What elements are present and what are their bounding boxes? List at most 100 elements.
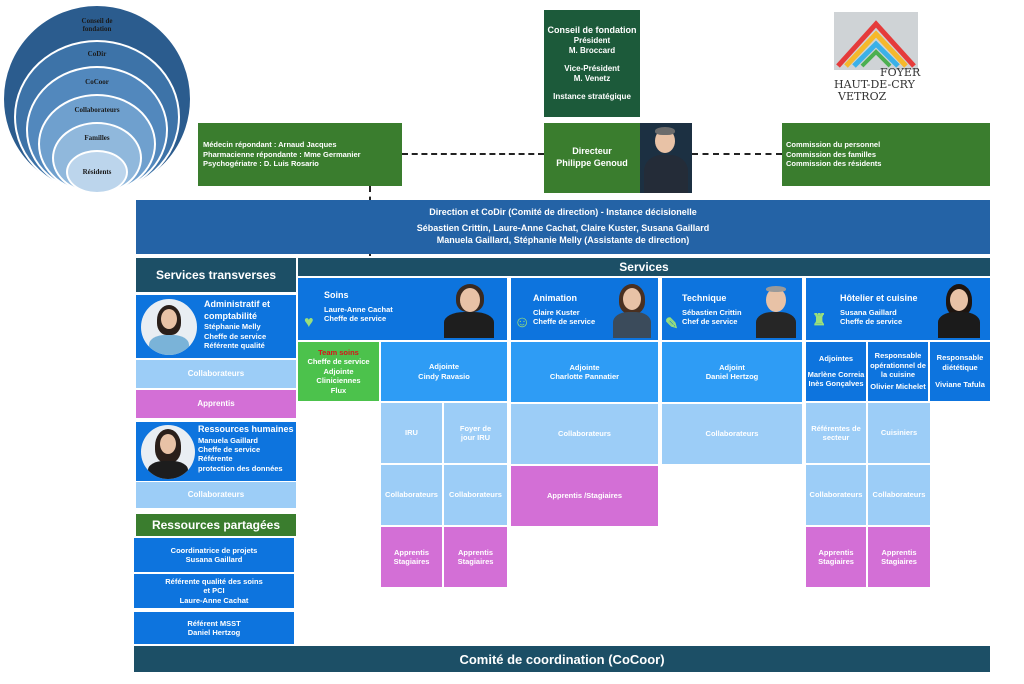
technique-title: Technique	[682, 293, 727, 303]
commission-line: Commission du personnel	[786, 140, 881, 150]
soins-app-line: Apprentis	[393, 547, 429, 557]
hotelier-collab2: Collaborateurs	[868, 465, 930, 525]
hotelier-apprentis1: Apprentis Stagiaires	[806, 527, 866, 587]
transverses-title-text: Services transverses	[155, 268, 277, 282]
technique-adjoint-line: Daniel Hertzog	[705, 372, 759, 381]
hotelier-responsable-line: Olivier Michelet	[870, 382, 926, 392]
animation-adjointe-line: Charlotte Pannatier	[549, 372, 620, 381]
concentric-circles-diagram: Conseil de fondation CoDir CoCoor Collab…	[2, 4, 192, 194]
circle-label: CoCoor	[85, 78, 109, 86]
soins-adjointe-line: Adjointe	[429, 362, 459, 372]
partagees-title: Ressources partagées	[136, 514, 296, 536]
hotelier-adjointes: Adjointes Marlène Correia Inès Gonçalves	[806, 342, 866, 401]
partagees-title-text: Ressources partagées	[151, 518, 281, 532]
soins-name: Laure-Anne Cachat	[324, 304, 393, 314]
partagees-line: Référent MSST	[187, 618, 241, 628]
hotelier-collab1: Collaborateurs	[806, 465, 866, 525]
hotelier-dietetique: Responsable diététique Viviane Tafula	[930, 342, 990, 401]
animation-adjointe-line: Adjointe	[569, 362, 600, 372]
cocoor-title: Comité de coordination (CoCoor)	[459, 651, 665, 667]
soins-header: Soins Laure-Anne Cachat Cheffe de servic…	[298, 278, 507, 340]
technique-role: Chef de service	[682, 317, 738, 327]
directeur-box: Directeur Philippe Genoud	[544, 123, 640, 193]
circle-label: Résidents	[82, 168, 112, 176]
animation-apprentis-label: Apprentis /Stagiaires	[546, 491, 623, 501]
hotelier-collab-label: Collaborateurs	[809, 490, 863, 500]
circle-label: CoDir	[87, 50, 107, 58]
medical-line: Médecin répondant : Arnaud Jacques	[203, 140, 337, 150]
wrench-icon: ✎	[665, 316, 679, 333]
partagees-item: Coordinatrice de projets Susana Gaillard	[134, 538, 294, 572]
commission-line: Commission des résidents	[786, 159, 882, 169]
services-title: Services	[619, 260, 669, 274]
partagees-line: Laure-Anne Cachat	[179, 595, 249, 605]
commissions-box: Commission du personnel Commission des f…	[782, 123, 990, 186]
medical-box: Médecin répondant : Arnaud Jacques Pharm…	[198, 123, 402, 186]
animation-apprentis: Apprentis /Stagiaires	[511, 466, 658, 526]
hotelier-app-line: Stagiaires	[881, 557, 917, 566]
direction-line3: Manuela Gaillard, Stéphanie Melly (Assis…	[436, 234, 690, 245]
admin-line: Référente qualité	[204, 341, 265, 351]
hotelier-photo	[932, 282, 986, 338]
logo-line2: HAUT-DE-CRY	[834, 78, 915, 91]
soins-apprentis1: Apprentis Stagiaires	[381, 527, 442, 587]
hotelier-adjointes-line: Adjointes	[818, 354, 854, 364]
commission-line: Commission des familles	[786, 149, 877, 159]
partagees-line: Daniel Hertzog	[187, 628, 241, 637]
animation-collab: Collaborateurs	[511, 404, 658, 464]
animation-name: Claire Kuster	[533, 307, 580, 317]
hotelier-apprentis2: Apprentis Stagiaires	[868, 527, 930, 587]
medical-line: Psychogériatre : D. Luis Rosario	[203, 159, 319, 169]
animation-title: Animation	[533, 293, 577, 303]
circle-residents: Résidents	[66, 150, 128, 194]
foyer-logo: FOYER HAUT-DE-CRY VETROZ	[828, 8, 924, 108]
hotelier-role: Cheffe de service	[840, 317, 903, 327]
partagees-line: et PCI	[203, 586, 225, 596]
conseil-president-label: Président	[573, 36, 611, 46]
admin-apprentis-label: Apprentis	[197, 399, 235, 408]
chef-hat-icon: ♜	[812, 312, 827, 329]
hotelier-name: Susana Gaillard	[840, 307, 897, 317]
soins-app-line: Stagiaires	[457, 557, 494, 566]
soins-app-line: Stagiaires	[393, 557, 430, 566]
soins-team: Team soins Cheffe de service Adjointe Cl…	[298, 342, 379, 401]
hotelier-app-line: Stagiaires	[818, 557, 854, 566]
transverses-title: Services transverses	[136, 258, 296, 292]
hotelier-ref: Référentes de secteur	[806, 403, 866, 463]
technique-adjoint: Adjoint Daniel Hertzog	[662, 342, 802, 402]
soins-foyer: Foyer de jour IRU	[444, 403, 507, 463]
services-title-bar: Services	[298, 258, 990, 276]
hotelier-dietetique-line: Responsable diététique	[936, 353, 984, 372]
dashed-connector	[402, 153, 544, 155]
hotelier-collab-label: Collaborateurs	[872, 490, 926, 500]
partagees-item: Référent MSST Daniel Hertzog	[134, 612, 294, 644]
directeur-title: Directeur	[572, 146, 612, 157]
soins-title: Soins	[324, 290, 349, 300]
animation-adjointe: Adjointe Charlotte Pannatier	[511, 342, 658, 402]
direction-line1: Direction et CoDir (Comité de direction)…	[429, 207, 697, 218]
hotelier-responsable: Responsable opérationnel de la cuisine O…	[868, 342, 928, 401]
hotelier-ref-label: Référentes de secteur	[811, 423, 861, 442]
admin-collab: Collaborateurs	[136, 360, 296, 388]
admin-line: Cheffe de service	[204, 331, 267, 341]
animation-photo	[609, 282, 655, 338]
conseil-fondation-box: Conseil de fondation Président M. Brocca…	[544, 10, 640, 117]
technique-name: Sébastien Crittin	[682, 307, 742, 317]
rh-box: Ressources humaines Manuela Gaillard Che…	[136, 422, 296, 481]
rh-line: Cheffe de service	[198, 445, 261, 455]
hotelier-adjointes-line: Marlène Correia	[807, 369, 865, 379]
logo-line3: VETROZ	[838, 90, 887, 103]
direction-bar: Direction et CoDir (Comité de direction)…	[136, 200, 990, 254]
soins-iru-label: IRU	[405, 428, 418, 438]
technique-collab: Collaborateurs	[662, 404, 802, 464]
soins-team-title: Team soins	[318, 348, 359, 358]
soins-adjointe-line: Cindy Ravasio	[418, 371, 470, 381]
technique-adjoint-line: Adjoint	[719, 362, 745, 372]
circle-label: Conseil de fondation	[81, 17, 113, 33]
soins-team-line: Adjointe	[323, 366, 354, 376]
hotelier-cuisiniers-label: Cuisiniers	[880, 428, 918, 438]
partagees-line: Référente qualité des soins	[165, 576, 263, 586]
brain-head-icon: ☺	[514, 314, 531, 331]
soins-iru: IRU	[381, 403, 442, 463]
admin-collab-label: Collaborateurs	[187, 369, 245, 378]
